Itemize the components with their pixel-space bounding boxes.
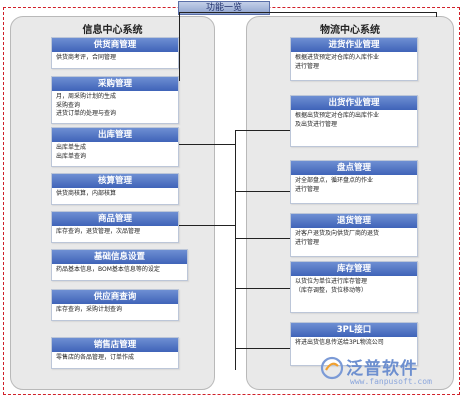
connector-right-drop	[436, 12, 437, 17]
purchasing-management-text: 月，周采购计划的生成 采购查询 进货订单的处理与查询	[56, 93, 117, 117]
product-management-heading: 商品管理	[52, 212, 178, 226]
supplier-management-box: 供货商管理 供货商考评，合同管理	[51, 37, 179, 69]
accounting-management-text: 供货商核算，内部核算	[56, 190, 117, 197]
connector-to-stocktaking	[235, 191, 290, 192]
3pl-interface-heading: 3PL接口	[291, 323, 417, 337]
connector-center-trunk	[235, 130, 236, 370]
product-management-box: 商品管理 库存查询，退货管理，次品管理	[51, 211, 179, 243]
connector-top-stub	[179, 12, 180, 81]
inventory-management-text: 以货位为单位进行库存管理 （库存调整，货位移动等）	[295, 278, 368, 294]
stocktaking-text: 对全部盘点，循环盘点的作业 进行管理	[295, 177, 374, 193]
watermark-url: www.fanpusoft.com	[350, 377, 432, 386]
supplier-query-heading: 供应商查询	[52, 290, 178, 304]
store-management-heading: 销售店管理	[52, 338, 178, 352]
connector-to-returns	[235, 238, 290, 239]
returns-management-heading: 退货管理	[291, 214, 417, 228]
fanpu-logo-icon	[320, 356, 344, 380]
returns-management-box: 退货管理 对客户退货及向供货厂商的退货 进行管理	[290, 213, 418, 257]
purchasing-management-box: 采购管理 月，周采购计划的生成 采购查询 进货订单的处理与查询	[51, 76, 179, 124]
3pl-interface-text: 将进出货信息传送给3PL物流公司	[295, 339, 384, 346]
watermark-brand: 泛普软件	[346, 359, 418, 379]
basic-info-settings-heading: 基础信息设置	[52, 250, 187, 264]
outbound-management-box: 出库管理 出库单生成 出库单查询	[51, 127, 179, 167]
connector-to-inventory	[235, 288, 290, 289]
logistics-center-title: 物流中心系统	[320, 25, 380, 36]
purchasing-management-heading: 采购管理	[52, 77, 178, 91]
shipping-operation-heading: 出货作业管理	[291, 96, 417, 110]
info-center-title: 信息中心系统	[82, 25, 143, 36]
accounting-management-heading: 核算管理	[52, 174, 178, 188]
basic-info-settings-box: 基础信息设置 药品基本信息，BOM基本信息等的设定	[51, 249, 188, 281]
supplier-query-box: 供应商查询 库存查询，采购计划查询	[51, 289, 179, 321]
connector-to-3pl	[235, 348, 290, 349]
3pl-interface-box: 3PL接口 将进出货信息传送给3PL物流公司	[290, 322, 418, 366]
receiving-operation-box: 进货作业管理 根据进货预定对仓库的入库作业 进行管理	[290, 37, 418, 81]
connector-top-rail	[179, 12, 436, 13]
store-management-text: 零售店的各品管理，订单作成	[56, 354, 135, 361]
product-management-text: 库存查询，退货管理，次品管理	[56, 228, 141, 235]
outbound-management-text: 出库单生成 出库单查询	[56, 144, 87, 160]
receiving-operation-heading: 进货作业管理	[291, 38, 417, 52]
supplier-management-text: 供货商考评，合同管理	[56, 54, 117, 61]
fanpu-watermark: 泛普软件 www.fanpusoft.com	[320, 352, 460, 394]
receiving-operation-text: 根据进货预定对仓库的入库作业 进行管理	[295, 54, 380, 70]
store-management-box: 销售店管理 零售店的各品管理，订单作成	[51, 337, 179, 369]
supplier-management-heading: 供货商管理	[52, 38, 178, 52]
shipping-operation-box: 出货作业管理 根据出货预定对仓库的出库作业 及出货进行管理	[290, 95, 418, 147]
connector-outbound-link	[179, 144, 235, 145]
supplier-query-text: 库存查询，采购计划查询	[56, 306, 123, 313]
stocktaking-heading: 盘点管理	[291, 161, 417, 175]
returns-management-text: 对客户退货及向供货厂商的退货 进行管理	[295, 230, 380, 246]
connector-product-link	[179, 225, 235, 226]
basic-info-settings-text: 药品基本信息，BOM基本信息等的设定	[56, 266, 160, 273]
inventory-management-heading: 库存管理	[291, 262, 417, 276]
diagram-title: 功能一览	[178, 1, 270, 15]
accounting-management-box: 核算管理 供货商核算，内部核算	[51, 173, 179, 205]
stocktaking-box: 盘点管理 对全部盘点，循环盘点的作业 进行管理	[290, 160, 418, 204]
outbound-management-heading: 出库管理	[52, 128, 178, 142]
connector-to-shipping	[235, 130, 290, 131]
inventory-management-box: 库存管理 以货位为单位进行库存管理 （库存调整，货位移动等）	[290, 261, 418, 313]
shipping-operation-text: 根据出货预定对仓库的出库作业 及出货进行管理	[295, 112, 380, 128]
